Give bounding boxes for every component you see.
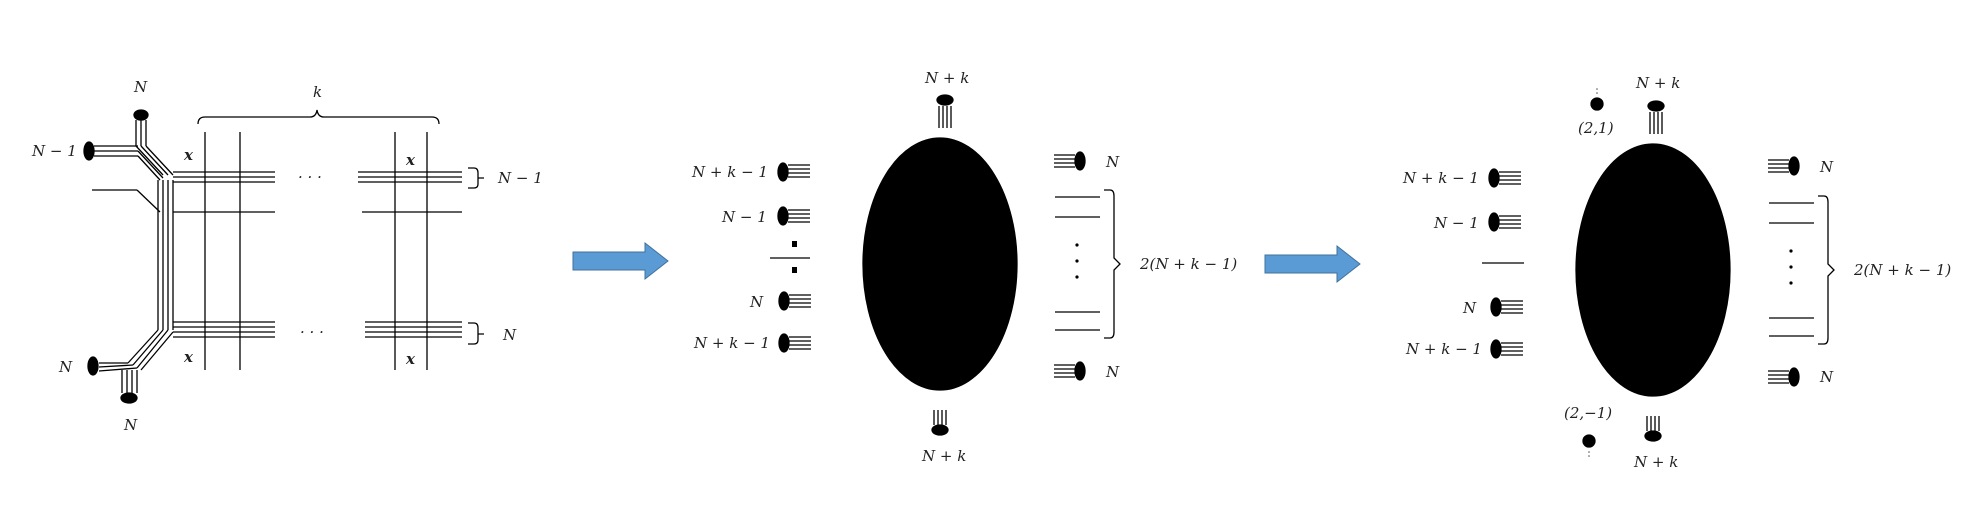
right-arrow xyxy=(572,241,669,281)
label-right-bottom: N xyxy=(1819,368,1834,386)
label-n-right: N xyxy=(502,326,517,344)
label-k: k xyxy=(313,83,322,101)
x-mark: x xyxy=(183,348,194,366)
x-mark: x xyxy=(405,350,416,368)
label-left-3: N xyxy=(1462,299,1477,317)
label-left-1: N + k − 1 xyxy=(691,163,768,181)
label-n-minus-1-left: N − 1 xyxy=(31,142,77,160)
label-bottom: N + k xyxy=(921,447,966,465)
label-n-bottom-left: N xyxy=(58,358,73,376)
label-right-bottom: N xyxy=(1105,363,1120,381)
left-sevenbrane xyxy=(83,141,95,161)
label-right-top: N xyxy=(1105,153,1120,171)
panel-3 xyxy=(1482,97,1835,448)
bottom-sevenbrane xyxy=(120,392,138,404)
central-blob xyxy=(862,137,1018,391)
right-brace xyxy=(1818,195,1835,345)
label-left-2: N − 1 xyxy=(1433,214,1479,232)
label-charge-bottom: (2,−1) xyxy=(1564,404,1612,422)
label-left-3: N xyxy=(749,293,764,311)
right-brace xyxy=(1104,189,1121,339)
label-bottom: N + k xyxy=(1633,453,1678,471)
ellipsis-dots: · · · xyxy=(298,168,322,186)
top-sevenbrane xyxy=(936,94,954,106)
label-left-4: N + k − 1 xyxy=(693,334,770,352)
right-arrow xyxy=(1264,244,1361,284)
label-n-minus-1-right: N − 1 xyxy=(497,169,543,187)
top-sevenbrane xyxy=(133,109,149,121)
bottom-left-sevenbrane xyxy=(87,356,99,376)
label-charge-top: (2,1) xyxy=(1578,119,1614,137)
k-brace xyxy=(197,109,440,125)
central-blob xyxy=(1575,143,1731,397)
label-top: N + k xyxy=(1635,74,1680,92)
ellipsis-dots: · · · xyxy=(300,323,324,341)
label-brace: 2(N + k − 1) xyxy=(1853,261,1951,279)
brace-n-minus-1 xyxy=(468,167,484,189)
label-left-1: N + k − 1 xyxy=(1402,169,1479,187)
x-mark: x xyxy=(405,151,416,169)
label-brace: 2(N + k − 1) xyxy=(1139,255,1237,273)
label-left-2: N − 1 xyxy=(721,208,767,226)
x-mark: x xyxy=(183,146,194,164)
label-left-4: N + k − 1 xyxy=(1405,340,1482,358)
label-n-bottom: N xyxy=(123,416,138,434)
panel-1-brane-web xyxy=(83,109,484,404)
brace-n xyxy=(468,322,484,345)
panel-2 xyxy=(770,94,1121,436)
label-right-top: N xyxy=(1819,158,1834,176)
bottom-sevenbrane xyxy=(931,424,949,436)
label-n-top: N xyxy=(133,78,148,96)
label-top: N + k xyxy=(924,69,969,87)
